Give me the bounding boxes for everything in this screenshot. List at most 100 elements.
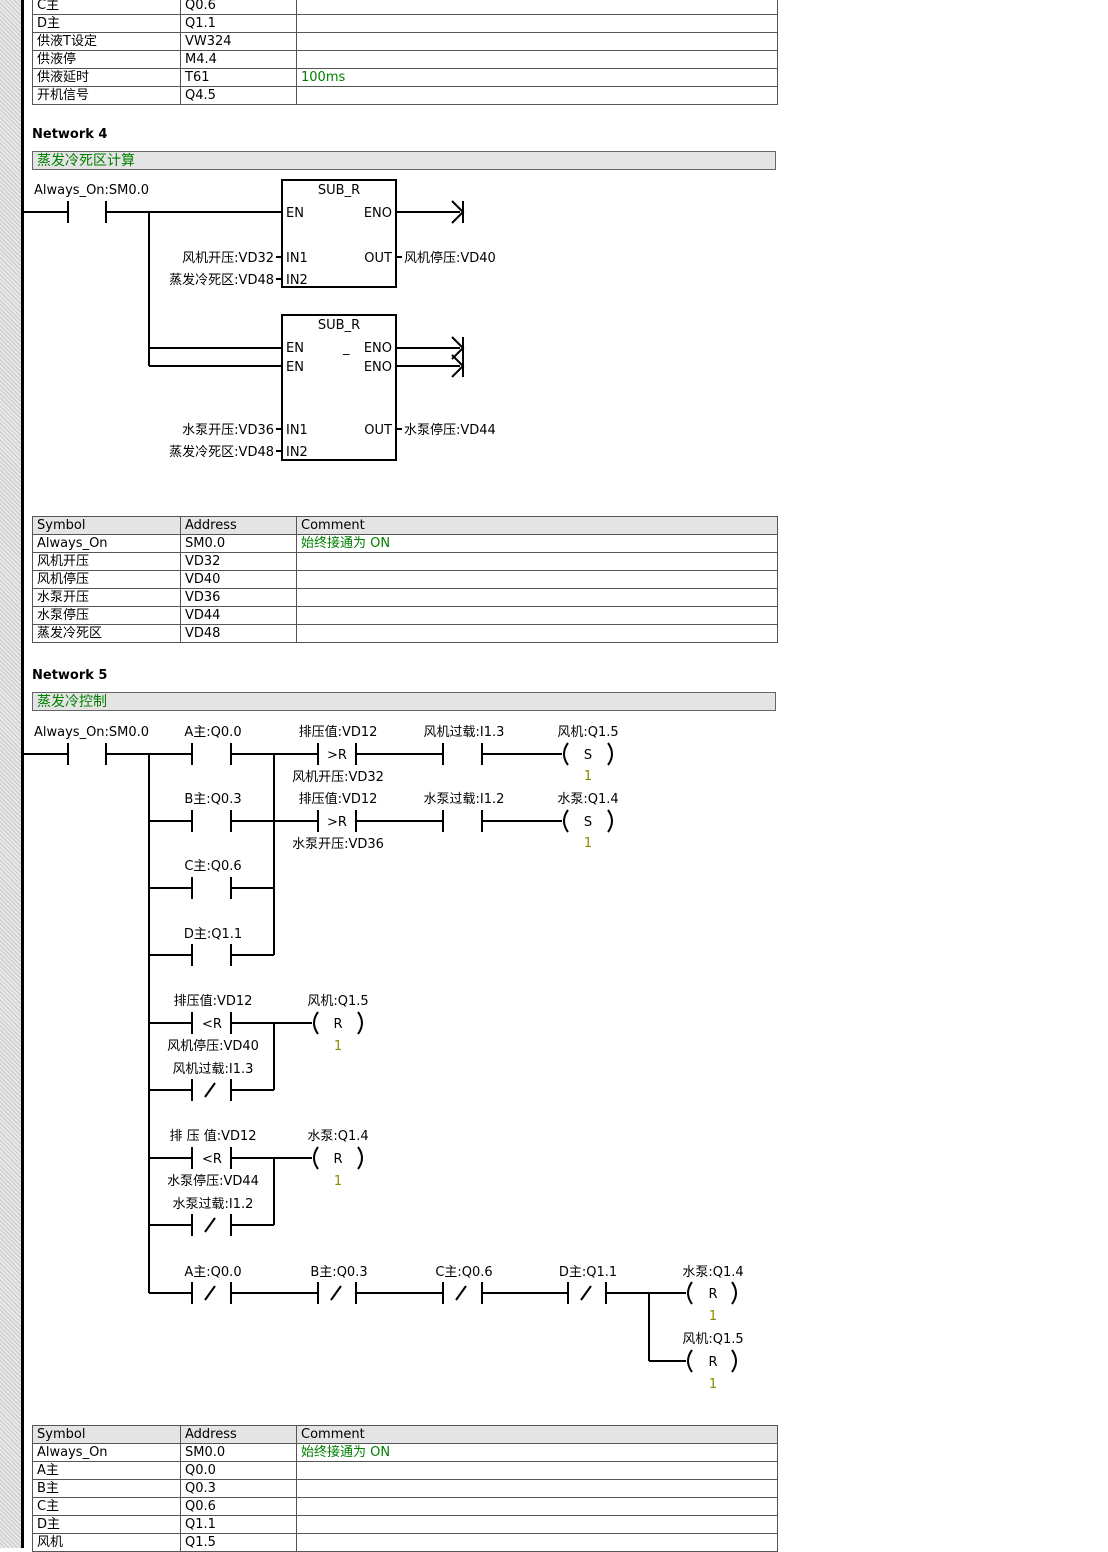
header-address[interactable]: Address	[180, 516, 297, 535]
coil-label[interactable]: 水泵:Q1.4	[307, 1129, 368, 1144]
symbol-cell: 蒸发冷死区	[32, 624, 181, 643]
coil-label[interactable]: 水泵:Q1.4	[557, 792, 618, 807]
address-cell: VD36	[180, 588, 297, 607]
comment-cell: 始终接通为 ON	[296, 534, 778, 553]
network-5-comment[interactable]: 蒸发冷控制	[32, 692, 776, 711]
compare-operand[interactable]: 水泵开压:VD36	[292, 837, 384, 852]
network-4-comment[interactable]: 蒸发冷死区计算	[32, 151, 776, 170]
contact-label[interactable]: D主:Q1.1	[184, 927, 242, 942]
contact-label[interactable]: B主:Q0.3	[310, 1265, 367, 1280]
address-cell: SM0.0	[180, 534, 297, 553]
en-pin-ghost: EN	[286, 341, 304, 356]
contact-label[interactable]: 风机过载:I1.3	[424, 725, 505, 740]
coil-count: 1	[584, 769, 592, 784]
contact-label[interactable]: A主:Q0.0	[184, 1265, 241, 1280]
address-cell: VD40	[180, 570, 297, 589]
sub-r-box-title: SUB_R	[318, 183, 360, 198]
compare-operand[interactable]: 排 压 值:VD12	[169, 1128, 256, 1144]
en-pin: EN	[286, 206, 304, 221]
comment-cell	[296, 606, 778, 625]
compare-operand[interactable]: 水泵停压:VD44	[167, 1173, 259, 1189]
address-cell: VD32	[180, 552, 297, 571]
reset-coil-letter: R	[333, 1152, 342, 1167]
coil-label[interactable]: 风机:Q1.5	[307, 994, 368, 1009]
contact-label[interactable]: B主:Q0.3	[184, 792, 241, 807]
header-symbol[interactable]: Symbol	[32, 1425, 181, 1444]
contact-label[interactable]: C主:Q0.6	[435, 1265, 492, 1280]
contact-label[interactable]: 风机过载:I1.3	[173, 1062, 254, 1077]
address-cell: Q1.1	[180, 1515, 297, 1534]
comment-cell	[296, 588, 778, 607]
in1-operand[interactable]: 水泵开压:VD36	[182, 423, 274, 438]
address-cell: Q0.3	[180, 1479, 297, 1498]
coil-label[interactable]: 风机:Q1.5	[682, 1332, 743, 1347]
contact-label[interactable]: C主:Q0.6	[184, 859, 241, 874]
out-operand[interactable]: 水泵停压:VD44	[404, 422, 496, 438]
symbol-cell: 风机开压	[32, 552, 181, 571]
in2-operand[interactable]: 蒸发冷死区:VD48	[169, 444, 274, 460]
symbol-cell: 风机	[32, 1533, 181, 1552]
header-comment[interactable]: Comment	[296, 1425, 778, 1444]
out-operand[interactable]: 风机停压:VD40	[404, 250, 496, 266]
network-5-title[interactable]: Network 5	[32, 668, 108, 683]
symbol-cell: C主	[32, 1497, 181, 1516]
header-symbol[interactable]: Symbol	[32, 516, 181, 535]
contact-label[interactable]: 水泵过载:I1.2	[424, 792, 505, 807]
compare-operand[interactable]: 风机开压:VD32	[292, 770, 384, 785]
compare-op: <R	[202, 1152, 222, 1167]
compare-operand[interactable]: 风机停压:VD40	[167, 1038, 259, 1054]
comment-cell: 始终接通为 ON	[296, 1443, 778, 1462]
coil-count: 1	[334, 1039, 342, 1054]
coil-label[interactable]: 风机:Q1.5	[557, 725, 618, 740]
compare-operand[interactable]: 排压值:VD12	[299, 724, 378, 740]
compare-op: >R	[327, 748, 347, 763]
comment-cell	[296, 1461, 778, 1480]
coil-count: 1	[334, 1174, 342, 1189]
address-cell: Q0.0	[180, 1461, 297, 1480]
symbol-cell: 供液T设定	[32, 32, 181, 51]
compare-operand[interactable]: 排压值:VD12	[299, 791, 378, 807]
header-address[interactable]: Address	[180, 1425, 297, 1444]
en-pin: EN	[286, 360, 304, 375]
symbol-cell: B主	[32, 1479, 181, 1498]
symbol-cell: 供液延时	[32, 68, 181, 87]
contact-label[interactable]: D主:Q1.1	[559, 1265, 617, 1280]
contact-label[interactable]: A主:Q0.0	[184, 725, 241, 740]
comment-cell	[296, 624, 778, 643]
in1-operand[interactable]: 风机开压:VD32	[182, 251, 274, 266]
coil-label[interactable]: 水泵:Q1.4	[682, 1265, 743, 1280]
header-comment[interactable]: Comment	[296, 516, 778, 535]
symbol-cell: A主	[32, 1461, 181, 1480]
table-header-row: Symbol Address Comment	[32, 1425, 778, 1444]
network-4-title[interactable]: Network 4	[32, 127, 108, 142]
editor-gutter	[0, 0, 21, 1548]
in2-operand[interactable]: 蒸发冷死区:VD48	[169, 272, 274, 288]
eno-pin: ENO	[364, 206, 392, 221]
address-cell: Q0.6	[180, 1497, 297, 1516]
coil-count: 1	[709, 1309, 717, 1324]
contact-label[interactable]: 水泵过载:I1.2	[173, 1197, 254, 1212]
contact-label[interactable]: Always_On:SM0.0	[34, 725, 149, 740]
symbol-cell: D主	[32, 1515, 181, 1534]
compare-operand[interactable]: 排压值:VD12	[174, 993, 253, 1009]
